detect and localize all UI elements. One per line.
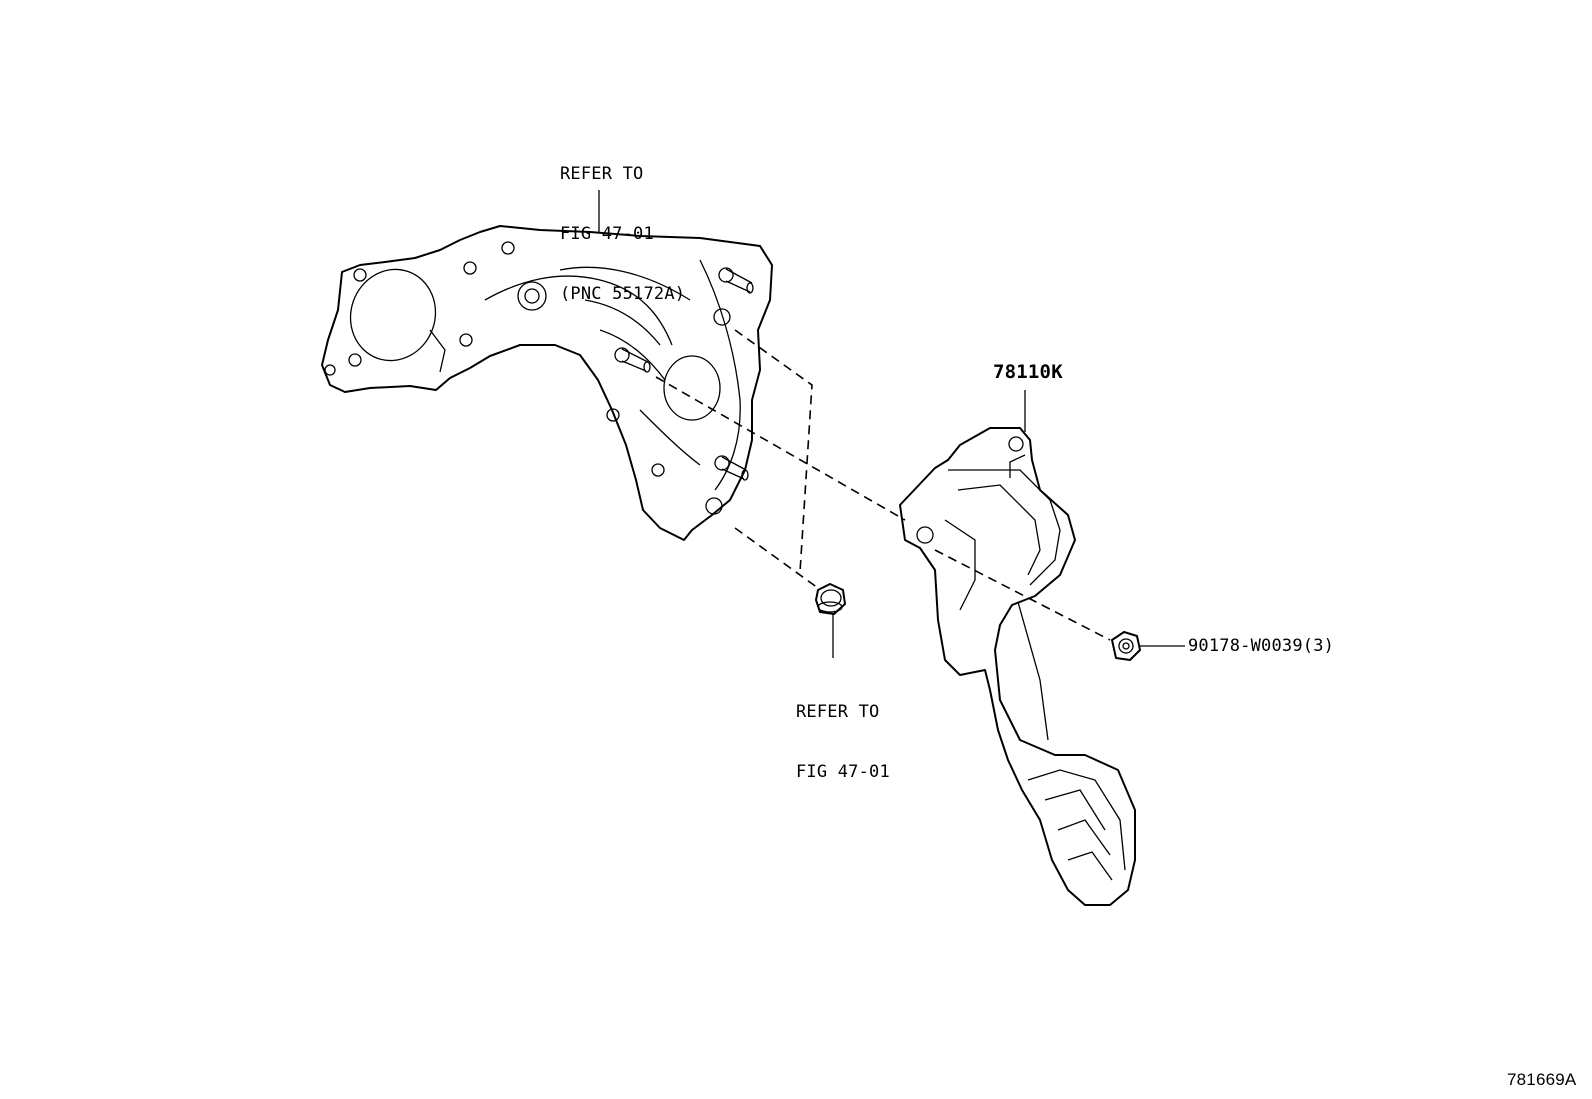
nut-ref-line-1: REFER TO: [796, 702, 880, 722]
bracket-ref-line-3: (PNC 55172A): [560, 284, 686, 304]
pedal-part-number: 78110K: [993, 361, 1063, 383]
pedal-bracket: [321, 225, 773, 541]
dash-stud-middle-to-nut: [655, 376, 1111, 641]
nut-ref-line-2: FIG 47-01: [796, 762, 890, 782]
hex-nut-part-number: 90178-W0039(3): [1188, 636, 1335, 656]
diagram-id: 781669A: [1507, 1070, 1577, 1089]
stud-top: [718, 267, 754, 294]
hex-nut: [1111, 631, 1141, 661]
flange-nut: [815, 583, 846, 615]
bracket-reference-callout: REFER TO FIG 47-01 (PNC 55172A): [560, 124, 685, 324]
bracket-ref-line-2: FIG 47-01: [560, 224, 654, 244]
accelerator-pedal-assembly: [899, 427, 1136, 906]
dash-stud-top: [734, 329, 813, 573]
dash-stud-bottom: [734, 527, 819, 589]
stud-middle: [614, 347, 651, 373]
bracket-ref-line-1: REFER TO: [560, 164, 644, 184]
nut-reference-callout: REFER TO FIG 47-01: [796, 662, 890, 802]
stud-bottom: [714, 455, 749, 481]
